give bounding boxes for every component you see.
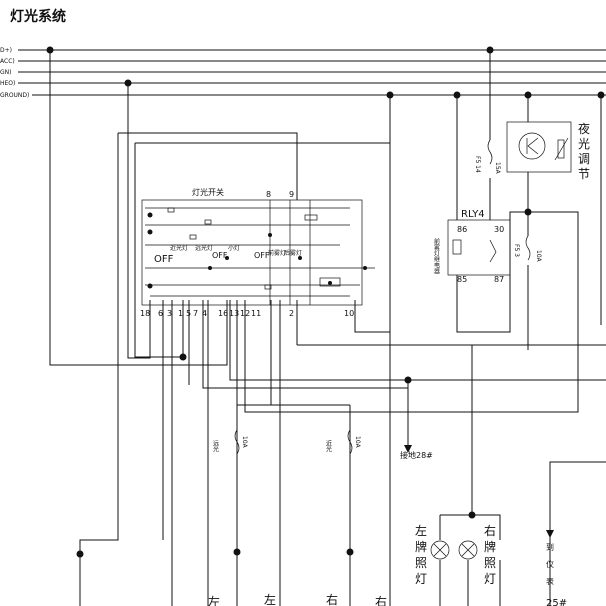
bottom-label-left-2: 左 [264,592,276,606]
switch-pin-3: 3 [167,309,172,318]
right-plate-char-4: 灯 [484,572,496,586]
bottom-label-right-1: 右 [326,592,338,606]
power-bus-lines [18,49,606,96]
switch-name: 灯光开关 [192,187,224,197]
instrument-connection: 到 仪 表 25# [546,530,567,606]
left-plate-lamp: 左 牌 照 灯 [415,523,450,586]
fuse-low-beam-rating: 10A [354,436,361,449]
night-adjust-char-1: 夜 [578,121,590,136]
bus-label-ground: GROUND) [0,92,29,99]
left-plate-char-1: 左 [415,523,427,538]
bus-labels: D+) ACC) GN) HEO) GROUND) [0,47,29,99]
night-adjust-char-3: 调 [578,152,590,166]
relay-pin-86: 86 [457,225,467,234]
switch-pin-1: 1 [178,309,183,318]
left-plate-char-2: 牌 [415,540,427,554]
bus-label-d: D+) [0,47,12,54]
switch-pin-10: 10 [344,309,354,318]
switch-position-off-1: OFF [154,254,174,265]
bus-label-heo: HEO) [0,80,15,87]
fuse-left-label-1: 远光 [212,439,219,453]
instrument-char-1: 到 [546,543,554,552]
diagram-title: 灯光系统 [10,8,66,25]
night-adjust-module: 夜 光 调 节 [506,121,590,181]
ground-terminal: 接地28# [400,445,433,460]
fuse-f5-3-rating: 10A [535,250,542,263]
switch-mode-rear-fog: 后雾灯 [284,249,302,257]
fuse-f5-14-rating: 15A [494,162,501,175]
fuse-f5-14-label: F5 14 [474,156,481,173]
switch-pin-13: 13 [229,309,239,318]
bottom-labels: 左 左 右 右 [208,592,387,606]
bottom-label-left-1: 左 [208,594,220,606]
switch-pin-7: 7 [193,309,198,318]
switch-pin-4: 4 [202,309,207,318]
bus-label-acc: ACC) [0,58,15,65]
right-plate-char-3: 照 [484,556,496,570]
instrument-bottom-text: 25# [546,598,567,606]
bus-label-ign: GN) [0,69,11,76]
switch-mode-small: 小灯 [228,244,240,252]
switch-pin-2: 2 [289,309,294,318]
fuse-f5-3-label: F5 3 [513,244,520,257]
right-plate-char-2: 牌 [484,540,496,554]
switch-position-off-2: OFF [212,251,228,260]
right-plate-lamp: 右 牌 照 灯 [458,523,496,586]
fuse-f5-14: F5 14 15A [474,139,501,175]
night-adjust-char-4: 节 [578,167,590,181]
switch-pin-11: 11 [251,309,261,318]
switch-pin-9: 9 [289,190,294,199]
relay-name: RLY4 [461,209,485,220]
fuse-f5-3: F5 3 10A [513,235,542,263]
switch-mode-low: 近光灯 [170,244,188,252]
relay-pin-87: 87 [494,275,504,284]
left-plate-char-4: 灯 [415,572,427,586]
fuse-left-label-2: 近光 [325,439,332,453]
right-plate-char-1: 右 [484,523,496,538]
switch-pin-8: 8 [266,190,271,199]
switch-pin-6: 6 [158,309,163,318]
fuse-high-beam: 远光 10A [212,429,248,455]
switch-position-off-3: OFF [254,251,270,260]
switch-mode-high: 远光灯 [195,244,213,252]
switch-pin-5: 5 [186,309,191,318]
switch-pin-16: 16 [218,309,228,318]
switch-pin-12: 12 [240,309,250,318]
instrument-char-3: 表 [546,576,554,586]
fuse-high-beam-rating: 10A [241,436,248,449]
relay-rly4: RLY4 86 30 85 87 前雾灯继电器 [433,209,511,284]
switch-bottom-pins: 18 6 3 1 5 7 4 16 13 12 11 2 10 [140,309,354,318]
fuse-low-beam: 近光 10A [325,429,361,455]
wiring [49,50,606,606]
left-plate-char-3: 照 [415,556,427,570]
switch-mode-front-fog: 前雾灯 [268,249,286,257]
bottom-label-right-2: 右 [375,594,387,606]
night-adjust-char-2: 光 [578,137,590,151]
relay-pin-30: 30 [494,225,504,234]
light-switch: 灯光开关 8 9 OFF OFF OFF 近光灯 远光灯 小灯 前雾灯 后雾灯 [140,187,375,318]
relay-side-label: 前雾灯继电器 [433,237,440,275]
ground-label: 接地28# [400,450,433,460]
switch-pin-18: 18 [140,309,150,318]
relay-pin-85: 85 [457,275,467,284]
wire-junctions [76,208,532,558]
instrument-char-2: 仪 [546,560,554,569]
